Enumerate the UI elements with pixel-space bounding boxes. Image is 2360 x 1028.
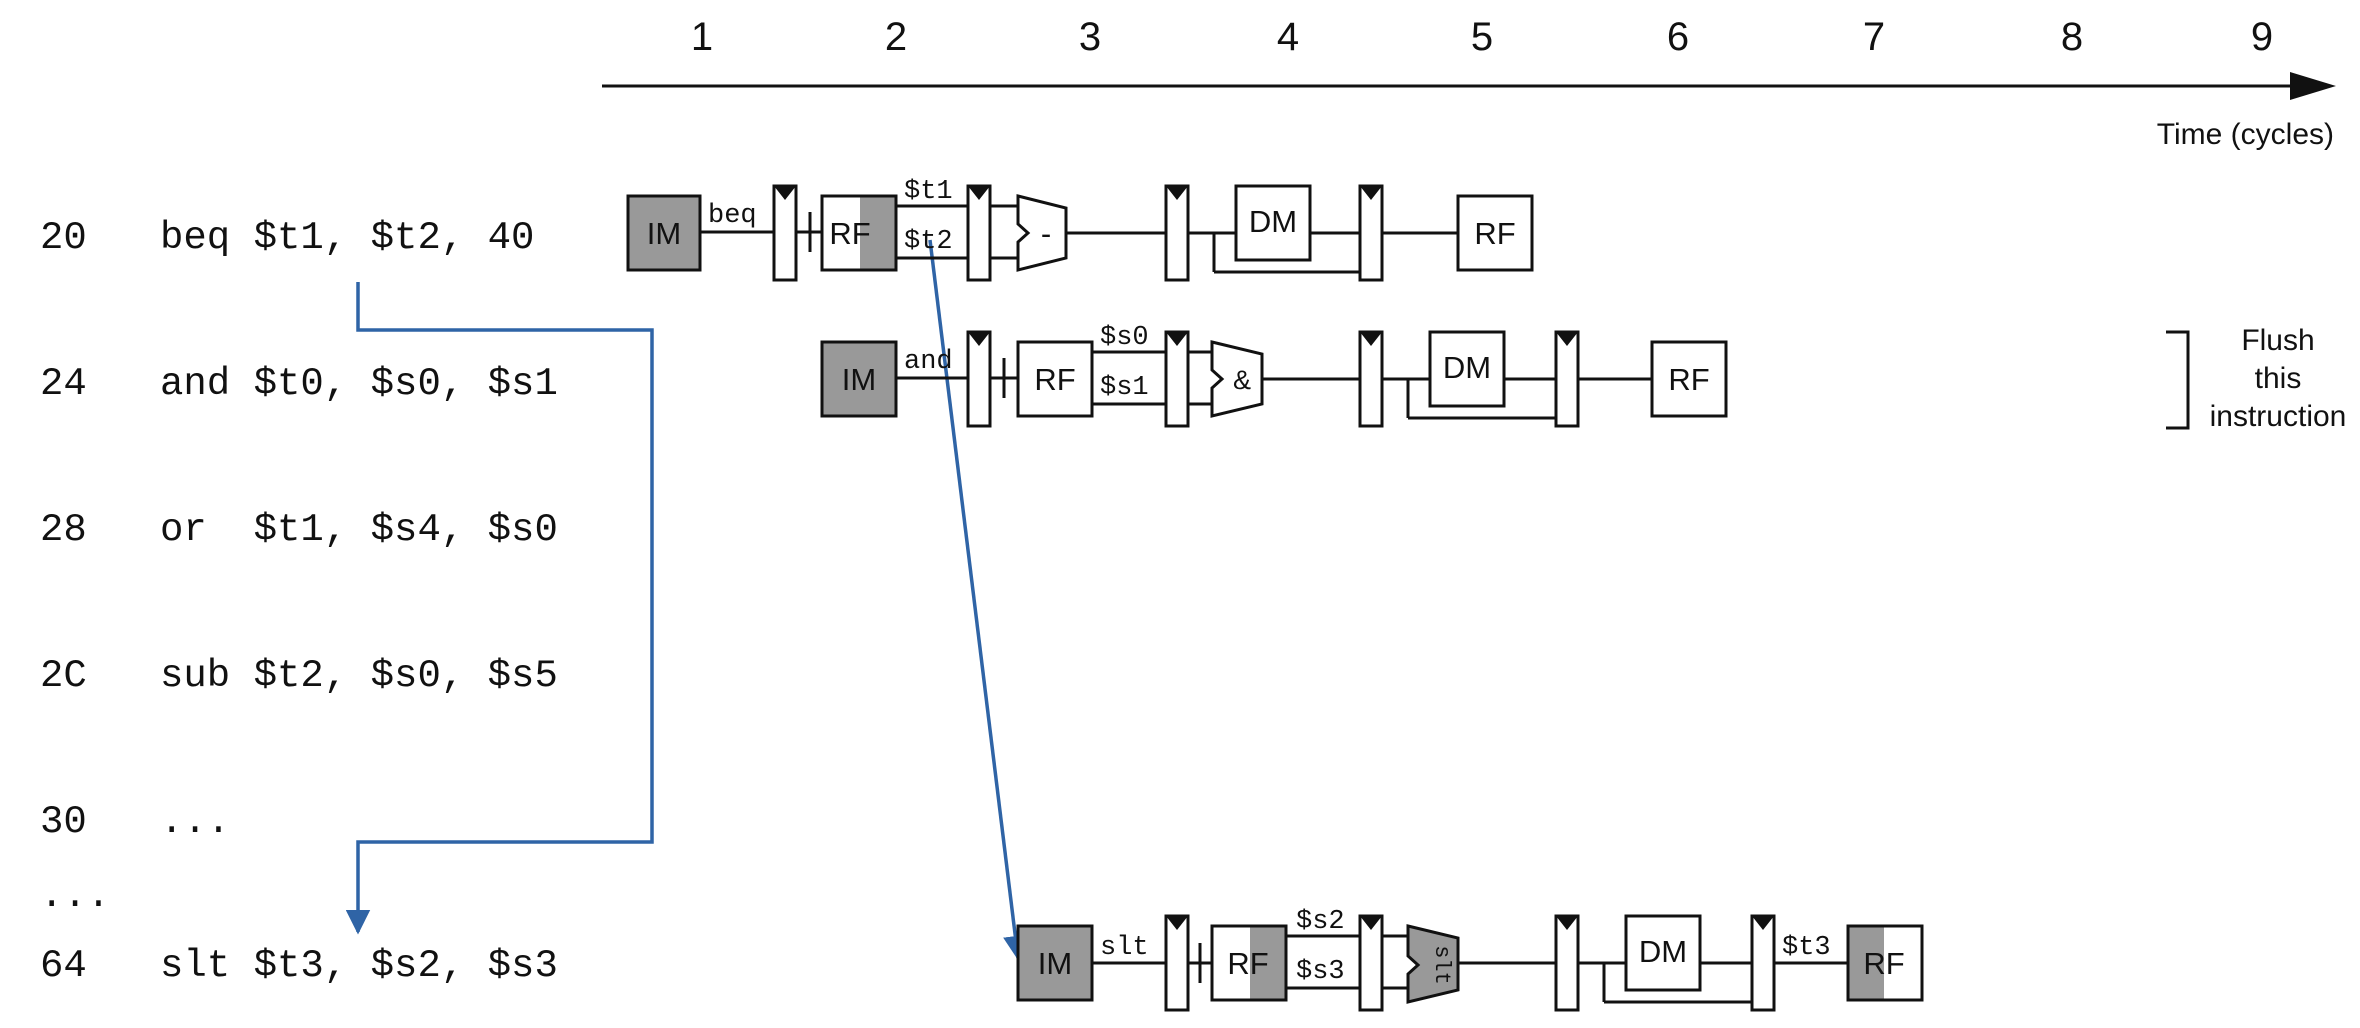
register-file-writeback (1650, 340, 1728, 418)
alu-op-label: slt (1429, 945, 1454, 985)
register-file (1016, 340, 1094, 418)
alu (1016, 194, 1068, 272)
time-axis-label: Time (cycles) (2157, 118, 2334, 151)
axis-arrowhead-icon (2290, 72, 2336, 100)
dm-label: DM (1249, 204, 1297, 239)
program-listing: 20 beq $t1, $t2, 40 24 and $t0, $s0, $s1… (40, 216, 558, 988)
im-label: IM (842, 362, 876, 397)
pipeline-and: IM and RF $s0 $s1 & DM RF (820, 323, 1728, 428)
cycle-label-4: 4 (1277, 15, 1299, 59)
instruction-memory (820, 340, 898, 418)
alu (1210, 340, 1264, 418)
instr-text: sub $t2, $s0, $s5 (160, 654, 558, 698)
cycle-label-7: 7 (1863, 15, 1885, 59)
instr-addr: 2C (40, 654, 87, 698)
data-memory (1428, 330, 1506, 408)
dm-label: DM (1443, 350, 1491, 385)
cycle-label-6: 6 (1667, 15, 1689, 59)
pipe-op-label: and (904, 347, 953, 377)
instr-text: and $t0, $s0, $s1 (160, 362, 558, 406)
instr-addr: 64 (40, 944, 87, 988)
instr-text: slt $t3, $s2, $s3 (160, 944, 558, 988)
rf-label: RF (1034, 362, 1075, 397)
pipeline-slt: IM slt RF $s2 $s3 slt DM $t3 (1016, 907, 1924, 1012)
instr-text: beq $t1, $t2, 40 (160, 216, 534, 260)
pipe-op-label: slt (1100, 933, 1149, 963)
src1-label: $t1 (904, 177, 953, 207)
data-memory (1234, 184, 1312, 262)
im-label: IM (1038, 946, 1072, 981)
cycle-label-1: 1 (691, 15, 713, 59)
pipeline-register (772, 184, 798, 282)
cycle-label-5: 5 (1471, 15, 1493, 59)
dm-label: DM (1639, 934, 1687, 969)
instr-text: or $t1, $s4, $s0 (160, 508, 558, 552)
register-file-writeback (1456, 194, 1534, 272)
pipeline-register (1164, 914, 1190, 1012)
src1-label: $s2 (1296, 907, 1345, 937)
pipeline-register (966, 330, 992, 428)
src1-label: $s0 (1100, 323, 1149, 353)
instr-addr: ... (40, 874, 110, 918)
rf-label: RF (829, 216, 870, 251)
pipeline-register (1164, 330, 1190, 428)
instr-addr: 24 (40, 362, 87, 406)
rf-label: RF (1227, 946, 1268, 981)
instruction-memory (1016, 924, 1094, 1002)
pipeline-register (1358, 914, 1384, 1012)
instr-addr: 28 (40, 508, 87, 552)
pipeline-register (1358, 330, 1384, 428)
instr-text: ... (160, 800, 230, 844)
pipeline-register (1358, 184, 1384, 282)
rf-label: RF (1668, 362, 1709, 397)
flush-note-line: Flush (2241, 324, 2314, 357)
flush-note-line: instruction (2210, 400, 2347, 433)
flush-note-line: this (2255, 362, 2302, 395)
instruction-memory (626, 194, 702, 272)
branch-target-arrow (345, 282, 654, 935)
src2-label: $s3 (1296, 957, 1345, 987)
pipeline-register (1554, 330, 1580, 428)
src2-label: $t2 (904, 227, 953, 257)
branch-resolve-arrow (928, 239, 1028, 961)
pipeline-register (1750, 914, 1776, 1012)
cycle-label-3: 3 (1079, 15, 1101, 59)
pipe-op-label: beq (708, 201, 757, 231)
flush-bracket (2166, 330, 2190, 430)
instr-addr: 30 (40, 800, 87, 844)
src2-label: $s1 (1100, 373, 1149, 403)
cycle-label-8: 8 (2061, 15, 2083, 59)
time-axis: 1 2 3 4 5 6 7 8 9 Time (cycles) (602, 15, 2336, 151)
alu (1406, 924, 1460, 1004)
rf-label: RF (1863, 946, 1904, 981)
im-label: IM (647, 216, 681, 251)
pipeline-register (1164, 184, 1190, 282)
pipeline-register (966, 184, 992, 282)
dest-label: $t3 (1782, 933, 1831, 963)
pipeline-register (1554, 914, 1580, 1012)
alu-op-label: - (1041, 216, 1051, 251)
alu-op-label: & (1233, 365, 1251, 395)
pipeline-beq: IM beq RF $t1 $t2 - DM RF (626, 177, 1534, 282)
data-memory (1624, 914, 1702, 992)
flush-annotation: Flush this instruction (2166, 324, 2346, 433)
instr-addr: 20 (40, 216, 87, 260)
rf-label: RF (1474, 216, 1515, 251)
cycle-label-9: 9 (2251, 15, 2273, 59)
cycle-label-2: 2 (885, 15, 907, 59)
